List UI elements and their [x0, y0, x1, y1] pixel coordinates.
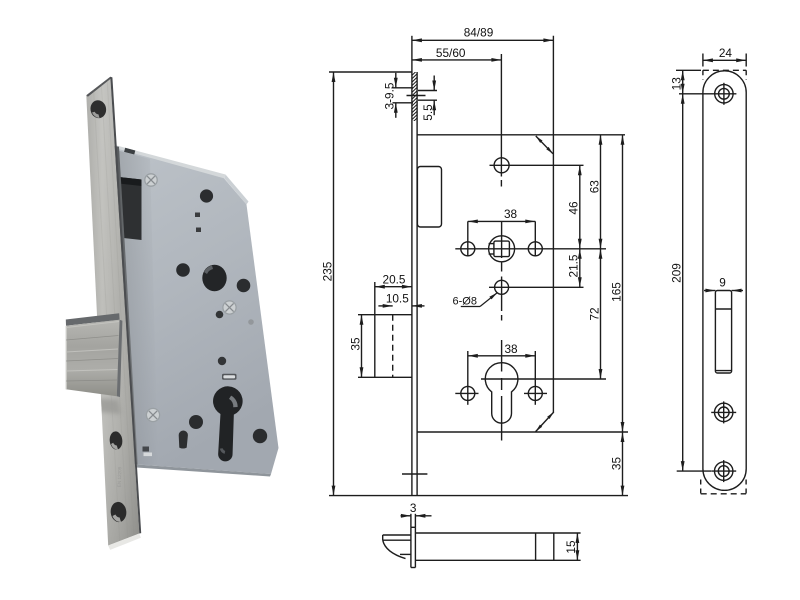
svg-text:35: 35 [348, 337, 362, 351]
svg-text:165: 165 [609, 282, 623, 302]
svg-text:20.5: 20.5 [383, 273, 406, 287]
svg-text:13: 13 [670, 77, 684, 91]
svg-text:38: 38 [504, 342, 518, 356]
svg-text:63: 63 [587, 180, 601, 194]
svg-text:55/60: 55/60 [436, 46, 466, 60]
svg-text:46: 46 [567, 201, 581, 215]
svg-text:38: 38 [504, 207, 518, 221]
svg-text:72: 72 [587, 307, 601, 320]
svg-text:5.5: 5.5 [421, 104, 435, 121]
svg-text:6-Ø8: 6-Ø8 [453, 296, 477, 308]
svg-text:84/89: 84/89 [464, 26, 494, 40]
svg-text:9: 9 [719, 276, 726, 290]
svg-text:10.5: 10.5 [386, 292, 409, 306]
svg-text:21.5: 21.5 [567, 254, 581, 277]
svg-text:EN 12209: EN 12209 [117, 466, 123, 487]
svg-text:209: 209 [670, 263, 684, 283]
svg-text:24: 24 [719, 46, 733, 60]
svg-text:15: 15 [564, 540, 578, 554]
svg-text:35: 35 [609, 457, 623, 471]
svg-text:235: 235 [320, 261, 334, 281]
svg-text:3-9.5: 3-9.5 [383, 82, 397, 109]
svg-text:3: 3 [410, 501, 417, 515]
